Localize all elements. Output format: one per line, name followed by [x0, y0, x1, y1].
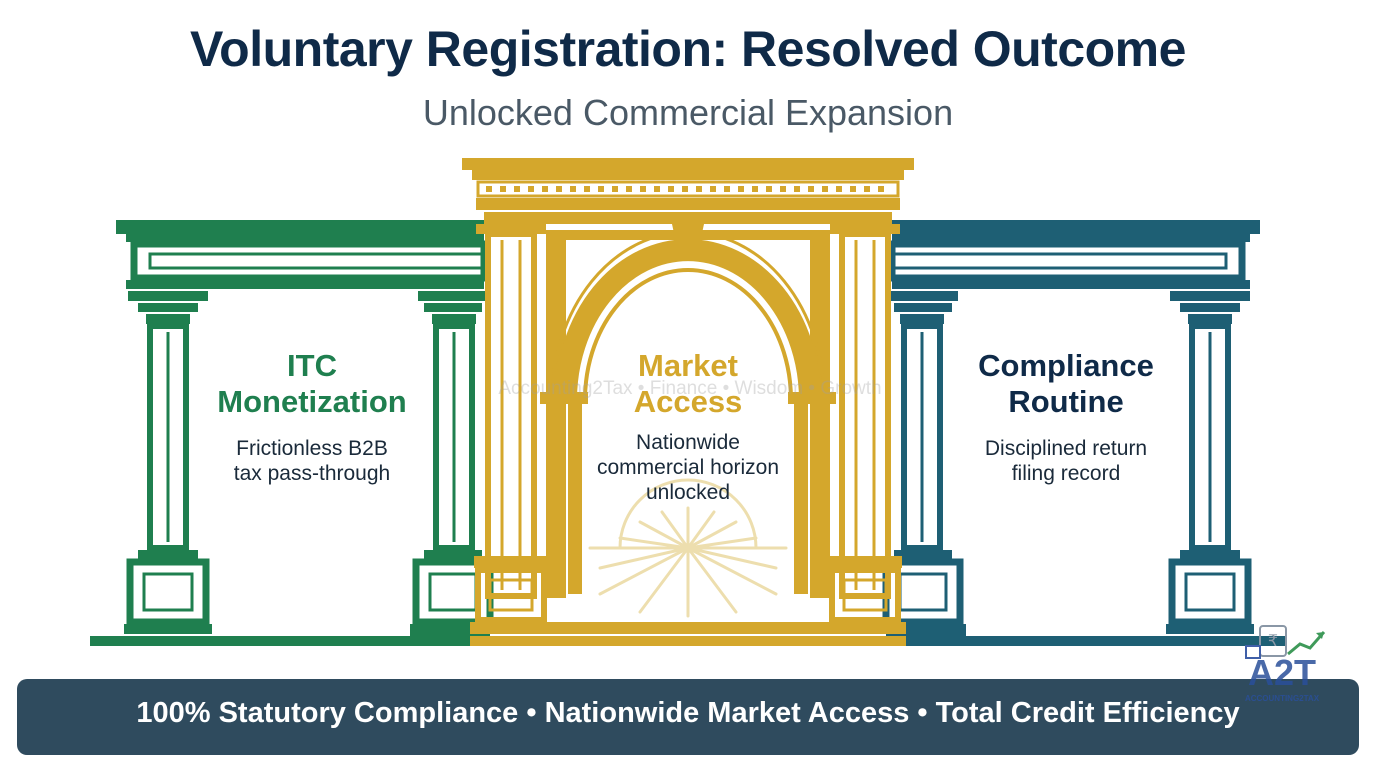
market-access-heading: Market Access	[588, 348, 788, 420]
compliance-heading-line1: Compliance	[978, 348, 1154, 383]
market-access-desc-line3: unlocked	[645, 481, 731, 504]
itc-heading-line1: ITC	[287, 348, 337, 383]
page-subtitle: Unlocked Commercial Expansion	[422, 92, 954, 133]
compliance-desc-line2: filing record	[1011, 462, 1121, 485]
sunburst-rays	[588, 478, 788, 618]
itc-desc-line2: tax pass-through	[233, 462, 391, 485]
page-title: Voluntary Registration: Resolved Outcome	[190, 21, 1186, 77]
market-access-heading-line2: Access	[633, 384, 743, 419]
itc-heading-line2: Monetization	[217, 384, 407, 419]
svg-text:₹: ₹	[1268, 631, 1278, 650]
market-access-description: Nationwide commercial horizon unlocked	[570, 430, 806, 505]
logo-mark: A2T	[1247, 652, 1316, 693]
market-access-arch	[462, 158, 914, 646]
market-access-heading-line1: Market	[638, 348, 738, 383]
watermark: Accounting2Tax • Finance • Wisdom • Grow…	[498, 378, 882, 399]
itc-desc-line1: Frictionless B2B	[236, 437, 388, 460]
itc-description: Frictionless B2B tax pass-through	[198, 436, 426, 486]
compliance-desc-line1: Disciplined return	[984, 437, 1148, 460]
summary-banner: 100% Statutory Compliance • Nationwide M…	[17, 679, 1359, 755]
market-access-desc-line1: Nationwide	[636, 431, 740, 454]
summary-banner-text: 100% Statutory Compliance • Nationwide M…	[136, 697, 1240, 729]
compliance-description: Disciplined return filing record	[950, 436, 1182, 486]
compliance-heading: Compliance Routine	[950, 348, 1182, 420]
compliance-colonnade	[882, 220, 1286, 646]
compliance-heading-line2: Routine	[1008, 384, 1124, 419]
market-access-desc-line2: commercial horizon	[596, 456, 780, 479]
itc-colonnade	[90, 220, 494, 646]
itc-heading: ITC Monetization	[198, 348, 426, 420]
logo-tagline: ACCOUNTING2TAX	[1244, 694, 1320, 703]
rupee-document-growth-icon: ₹	[1245, 625, 1326, 659]
brand-logo: ₹ A2T ACCOUNTING2TAX	[1232, 622, 1332, 712]
